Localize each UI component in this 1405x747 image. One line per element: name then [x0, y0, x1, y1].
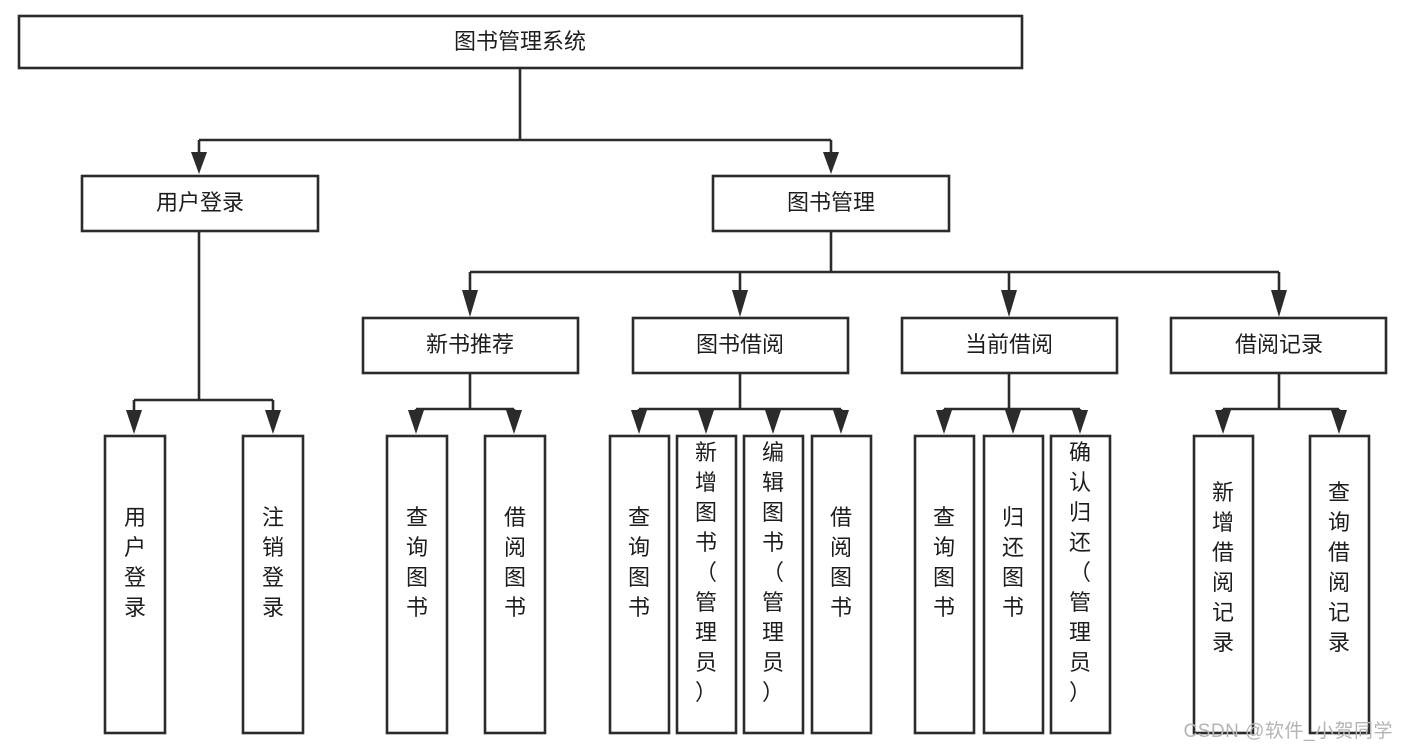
node-leaf-user-logout-box[interactable]	[241, 434, 305, 735]
node-leaf-query-book-3-box[interactable]	[913, 434, 976, 735]
node-login-box[interactable]	[80, 174, 320, 233]
node-leaf-borrow-book-1[interactable]: 借阅图书	[483, 434, 547, 735]
arrow-head-records	[1271, 290, 1287, 317]
node-leaf-query-record-box[interactable]	[1308, 434, 1371, 735]
node-leaf-add-book-label: 新增图书（管理员）	[695, 440, 717, 705]
arrow-head-borrow	[732, 290, 748, 317]
node-root-label: 图书管理系统	[454, 29, 586, 54]
arrow-head-newbook	[462, 290, 478, 317]
arrow-head-leaf-query-record	[1331, 410, 1347, 434]
node-newbook-box[interactable]	[361, 316, 580, 375]
node-records-box[interactable]	[1169, 316, 1388, 375]
node-leaf-query-book-1-label: 查询图书	[406, 505, 428, 620]
node-leaf-query-book-2-box[interactable]	[608, 434, 671, 735]
arrow-head-leaf-borrow-book-2	[833, 410, 849, 434]
node-leaf-query-book-3-label: 查询图书	[933, 505, 955, 620]
node-leaf-add-book[interactable]: 新增图书（管理员）	[675, 434, 738, 735]
node-leaf-confirm-return-box[interactable]	[1049, 434, 1112, 735]
arrow-head-leaf-user-login	[126, 410, 142, 434]
node-leaf-query-book-2-label: 查询图书	[628, 505, 650, 620]
node-leaf-add-record[interactable]: 新增借阅记录	[1192, 434, 1255, 735]
node-leaf-query-book-2[interactable]: 查询图书	[608, 434, 671, 735]
node-leaf-user-logout[interactable]: 注销登录	[241, 434, 305, 735]
node-login[interactable]: 用户登录	[80, 174, 320, 233]
node-leaf-borrow-book-2-box[interactable]	[810, 434, 873, 735]
node-leaf-borrow-book-2-label: 借阅图书	[830, 505, 852, 620]
arrow-head-leaf-user-logout	[265, 410, 281, 434]
arrow-head-leaf-query-book-2	[631, 410, 647, 434]
node-root-box[interactable]	[17, 14, 1024, 70]
arrow-head-leaf-query-book-3	[936, 410, 952, 434]
node-leaf-user-login-label: 用户登录	[124, 505, 146, 620]
node-leaf-query-record-label: 查询借阅记录	[1328, 480, 1350, 655]
node-current-box[interactable]	[900, 316, 1119, 375]
node-leaf-user-login[interactable]: 用户登录	[103, 434, 167, 735]
arrow-head-leaf-add-book	[698, 410, 714, 434]
arrow-head-current	[1001, 290, 1017, 317]
node-leaf-edit-book[interactable]: 编辑图书（管理员）	[742, 434, 805, 735]
node-leaf-add-record-box[interactable]	[1192, 434, 1255, 735]
node-records-label: 借阅记录	[1235, 332, 1323, 357]
node-leaf-return-book-box[interactable]	[982, 434, 1045, 735]
arrow-head-leaf-confirm-return	[1072, 410, 1088, 434]
node-bookmgmt-label: 图书管理	[787, 190, 875, 215]
node-borrow[interactable]: 图书借阅	[631, 316, 850, 375]
node-newbook[interactable]: 新书推荐	[361, 316, 580, 375]
arrow-head-leaf-add-record	[1215, 410, 1231, 434]
node-leaf-borrow-book-1-box[interactable]	[483, 434, 547, 735]
node-leaf-query-book-3[interactable]: 查询图书	[913, 434, 976, 735]
node-borrow-label: 图书借阅	[696, 332, 784, 357]
node-bookmgmt[interactable]: 图书管理	[711, 174, 951, 233]
arrow-head-login	[191, 152, 207, 174]
node-leaf-edit-book-label: 编辑图书（管理员）	[762, 440, 784, 705]
node-current[interactable]: 当前借阅	[900, 316, 1119, 375]
node-current-label: 当前借阅	[965, 332, 1053, 357]
node-login-label: 用户登录	[156, 190, 244, 215]
arrow-head-leaf-query-book-1	[408, 410, 424, 434]
arrow-head-bookmgmt	[823, 152, 839, 174]
node-newbook-label: 新书推荐	[426, 332, 514, 357]
csdn-watermark: CSDN @软件_小贺同学	[1183, 721, 1393, 742]
connector-layer	[126, 68, 1347, 434]
node-leaf-query-book-1-box[interactable]	[385, 434, 449, 735]
node-leaf-borrow-book-2[interactable]: 借阅图书	[810, 434, 873, 735]
node-root[interactable]: 图书管理系统	[17, 14, 1024, 70]
node-leaf-add-book-box[interactable]	[675, 434, 738, 735]
arrow-head-leaf-borrow-book-1	[506, 410, 522, 434]
arrow-head-leaf-return-book	[1005, 410, 1021, 434]
node-leaf-return-book[interactable]: 归还图书	[982, 434, 1045, 735]
node-leaf-borrow-book-1-label: 借阅图书	[504, 505, 526, 620]
node-leaf-user-login-box[interactable]	[103, 434, 167, 735]
node-leaf-query-book-1[interactable]: 查询图书	[385, 434, 449, 735]
node-leaf-edit-book-box[interactable]	[742, 434, 805, 735]
node-borrow-box[interactable]	[631, 316, 850, 375]
node-leaf-return-book-label: 归还图书	[1002, 505, 1024, 620]
node-leaf-query-record[interactable]: 查询借阅记录	[1308, 434, 1371, 735]
node-leaf-confirm-return-label: 确认归还（管理员）	[1069, 440, 1091, 705]
arrow-head-leaf-edit-book	[765, 410, 781, 434]
node-leaf-confirm-return[interactable]: 确认归还（管理员）	[1049, 434, 1112, 735]
node-leaf-add-record-label: 新增借阅记录	[1212, 480, 1234, 655]
node-leaf-user-logout-label: 注销登录	[262, 505, 284, 620]
node-bookmgmt-box[interactable]	[711, 174, 951, 233]
node-records[interactable]: 借阅记录	[1169, 316, 1388, 375]
